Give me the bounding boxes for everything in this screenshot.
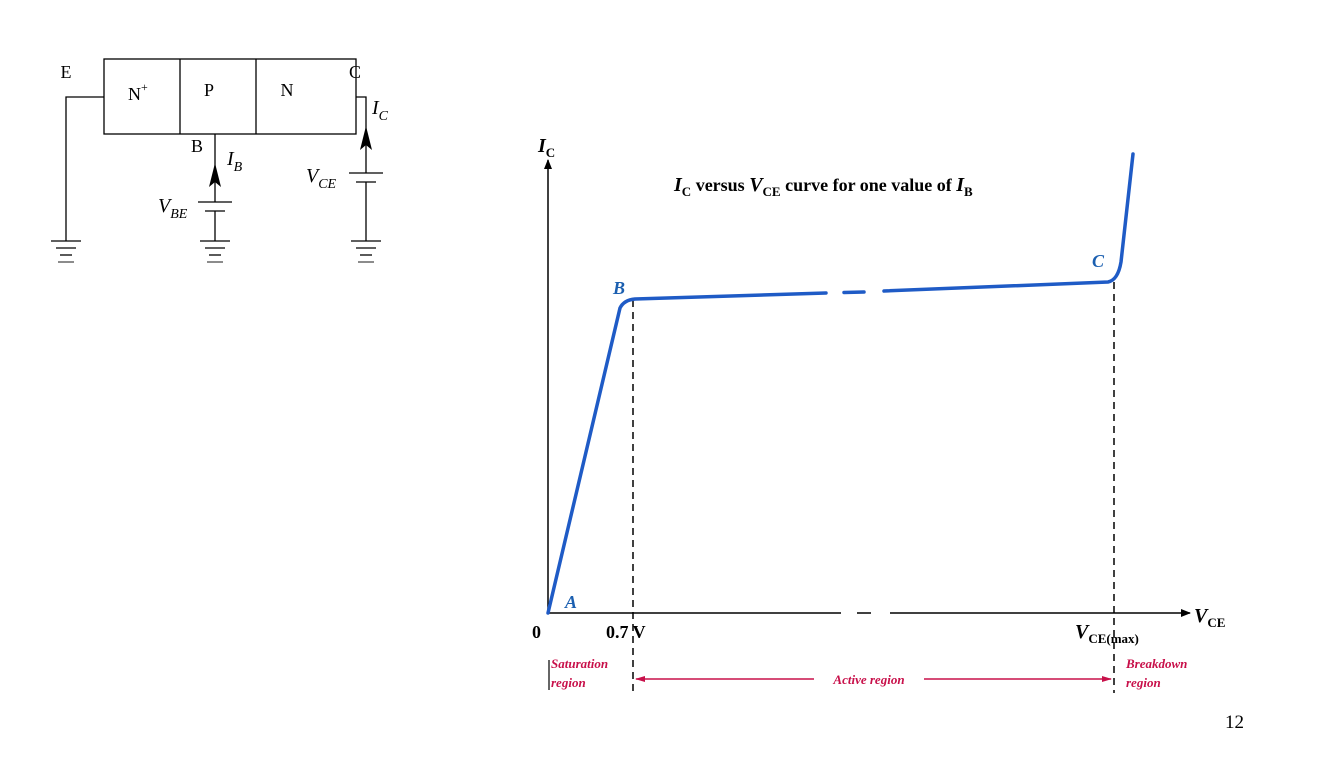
graph-title: IC versus VCE curve for one value of IB bbox=[673, 174, 973, 199]
breakdown-region-label-line1: Breakdown bbox=[1125, 656, 1187, 671]
y-axis-label: IC bbox=[537, 135, 555, 160]
collector-region-label: N bbox=[281, 80, 294, 100]
emitter-wire bbox=[65, 96, 104, 241]
origin-label: 0 bbox=[532, 622, 541, 642]
emitter-region-label: N+ bbox=[128, 80, 148, 104]
tick-label-vce-max: VCE(max) bbox=[1075, 621, 1139, 646]
saturation-region-label-line1: Saturation bbox=[551, 656, 608, 671]
tick-label-0-7v: 0.7 V bbox=[606, 622, 646, 642]
collector-current-arrow-icon bbox=[360, 126, 372, 150]
point-label-c: C bbox=[1092, 251, 1105, 271]
transistor-circuit bbox=[51, 58, 383, 263]
vce-battery-icon bbox=[349, 172, 383, 183]
base-current-label: IB bbox=[226, 148, 243, 175]
x-axis-label: VCE bbox=[1194, 605, 1225, 630]
ic-vce-curve bbox=[546, 152, 1135, 615]
collector-ground-icon bbox=[351, 240, 381, 263]
emitter-terminal-label: E bbox=[61, 62, 72, 82]
collector-terminal-label: C bbox=[349, 62, 361, 82]
vce-label: VCE bbox=[306, 165, 337, 192]
point-label-a: A bbox=[564, 592, 577, 612]
breakdown-region-label-line2: region bbox=[1126, 675, 1161, 690]
vbe-battery-icon bbox=[198, 201, 232, 212]
vbe-label: VBE bbox=[158, 195, 188, 222]
base-ground-icon bbox=[200, 240, 230, 263]
collector-wire bbox=[356, 96, 367, 173]
base-terminal-label: B bbox=[191, 136, 203, 156]
base-region-label: P bbox=[204, 80, 214, 100]
collector-current-label: IC bbox=[371, 97, 389, 124]
transistor-body bbox=[103, 58, 357, 135]
point-label-b: B bbox=[612, 278, 625, 298]
base-current-arrow-icon bbox=[209, 163, 221, 187]
active-region-label: Active region bbox=[832, 672, 904, 687]
page-number: 12 bbox=[1225, 712, 1244, 733]
emitter-ground-icon bbox=[51, 240, 81, 263]
saturation-region-label-line2: region bbox=[551, 675, 586, 690]
